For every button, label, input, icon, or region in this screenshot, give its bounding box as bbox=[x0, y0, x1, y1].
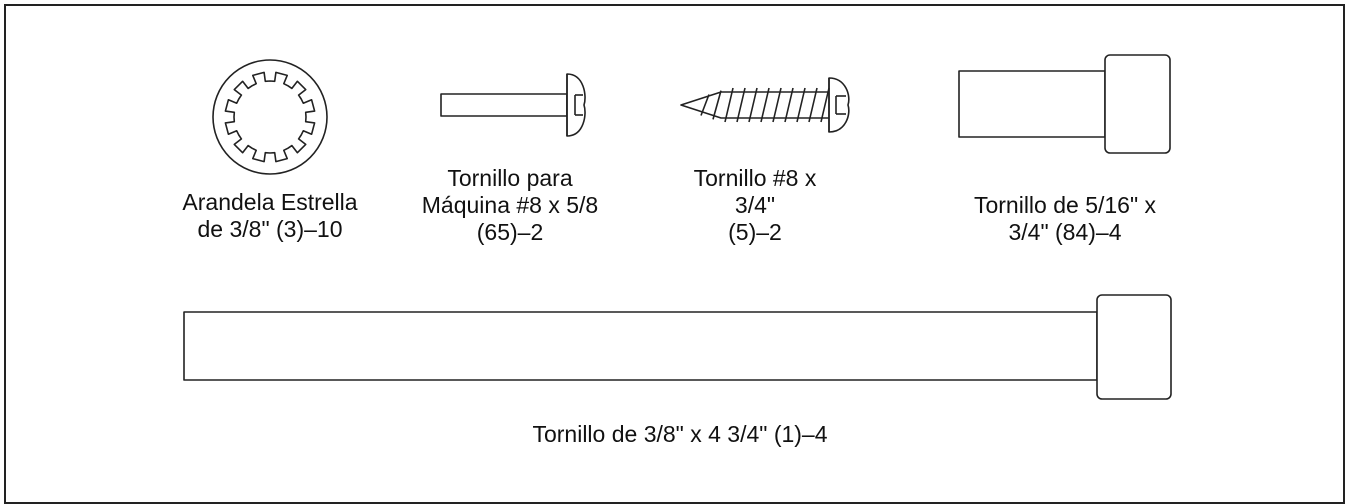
machine-screw-icon bbox=[440, 73, 586, 137]
bolt-3-8-label: Tornillo de 3/8" x 4 3/4" (1)–4 bbox=[532, 421, 828, 447]
short-bolt-icon bbox=[958, 54, 1171, 154]
hardware-illustrations bbox=[183, 54, 1172, 400]
long-bolt-icon bbox=[183, 294, 1172, 400]
star-washer-icon bbox=[212, 59, 328, 175]
wood-screw-icon bbox=[680, 77, 850, 133]
